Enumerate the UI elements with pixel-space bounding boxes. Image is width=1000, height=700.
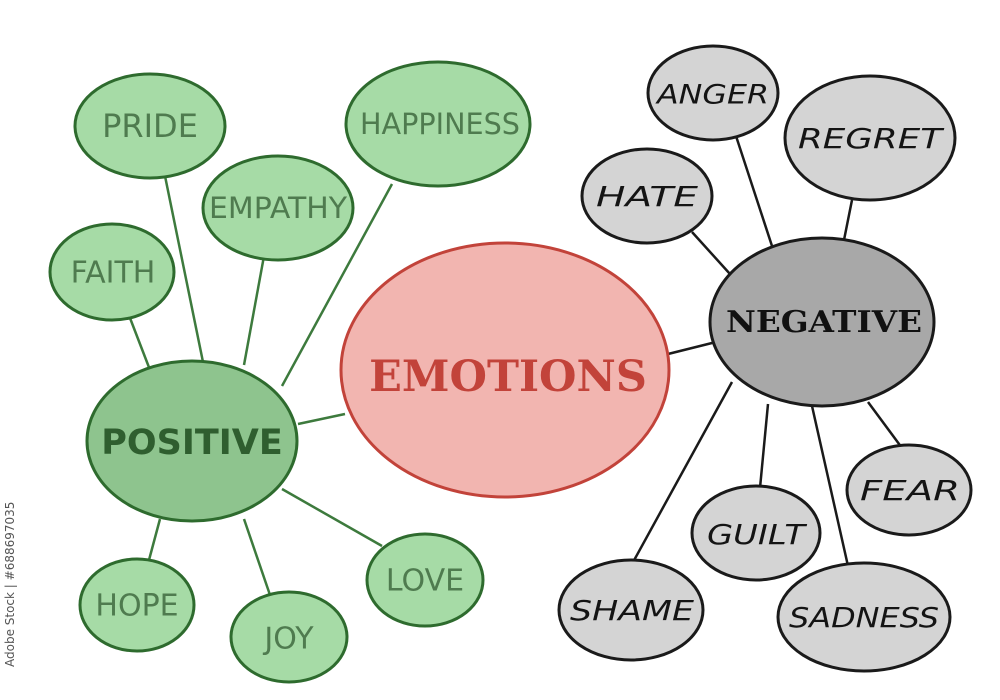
node-guilt: GUILT xyxy=(690,484,822,582)
node-sadness: SADNESS xyxy=(776,561,952,673)
stock-watermark: Adobe Stock | #688697035 xyxy=(0,0,17,700)
center-label: EMOTIONS xyxy=(369,352,647,402)
empathy-label: EMPATHY xyxy=(209,191,347,225)
hate-label: HATE xyxy=(596,180,698,213)
node-empathy: EMPATHY xyxy=(201,154,355,262)
connector-sadness xyxy=(810,405,850,567)
connector-shame xyxy=(630,381,734,565)
node-happiness: HAPPINESS xyxy=(344,60,532,188)
guilt-label: GUILT xyxy=(707,518,807,551)
positive-hub-label: POSITIVE xyxy=(101,423,283,463)
connector-anger xyxy=(734,135,774,247)
node-positive-hub: POSITIVE xyxy=(85,359,299,523)
anger-label: ANGER xyxy=(655,80,769,111)
connector-empathy xyxy=(242,255,266,366)
node-anger: ANGER xyxy=(646,44,780,142)
node-shame: SHAME xyxy=(557,558,705,662)
fear-label: FEAR xyxy=(860,474,960,507)
connector-pride xyxy=(163,175,205,363)
connector-center-negative xyxy=(667,340,717,356)
node-pride: PRIDE xyxy=(73,72,227,180)
node-love: LOVE xyxy=(365,532,485,628)
happiness-label: HAPPINESS xyxy=(360,107,520,141)
connector-center-positive xyxy=(297,412,346,426)
node-regret: REGRET xyxy=(783,74,957,202)
shame-label: SHAME xyxy=(570,594,694,627)
watermark-text: Adobe Stock | #688697035 xyxy=(3,501,17,667)
node-negative-hub: NEGATIVE xyxy=(708,236,936,408)
negative-hub-label: NEGATIVE xyxy=(726,305,922,340)
hope-label: HOPE xyxy=(95,589,178,624)
connector-faith xyxy=(128,317,152,371)
connectors xyxy=(128,135,904,596)
connector-guilt xyxy=(758,403,770,489)
pride-label: PRIDE xyxy=(102,107,198,145)
regret-label: REGRET xyxy=(798,122,944,155)
connector-joy xyxy=(242,518,272,596)
node-faith: FAITH xyxy=(48,222,176,322)
node-fear: FEAR xyxy=(845,443,973,537)
connector-happiness xyxy=(280,183,394,387)
sadness-label: SADNESS xyxy=(789,601,939,634)
connector-fear xyxy=(866,401,904,449)
connector-hope xyxy=(147,518,162,561)
faith-label: FAITH xyxy=(71,256,156,291)
node-center-emotions: EMOTIONS xyxy=(339,241,671,499)
connector-love xyxy=(281,487,383,548)
node-hope: HOPE xyxy=(78,557,196,653)
love-label: LOVE xyxy=(386,564,464,599)
connector-regret xyxy=(842,199,854,241)
node-hate: HATE xyxy=(580,147,714,245)
connector-hate xyxy=(691,231,731,275)
joy-label: JOY xyxy=(262,622,314,657)
node-joy: JOY xyxy=(229,590,349,684)
